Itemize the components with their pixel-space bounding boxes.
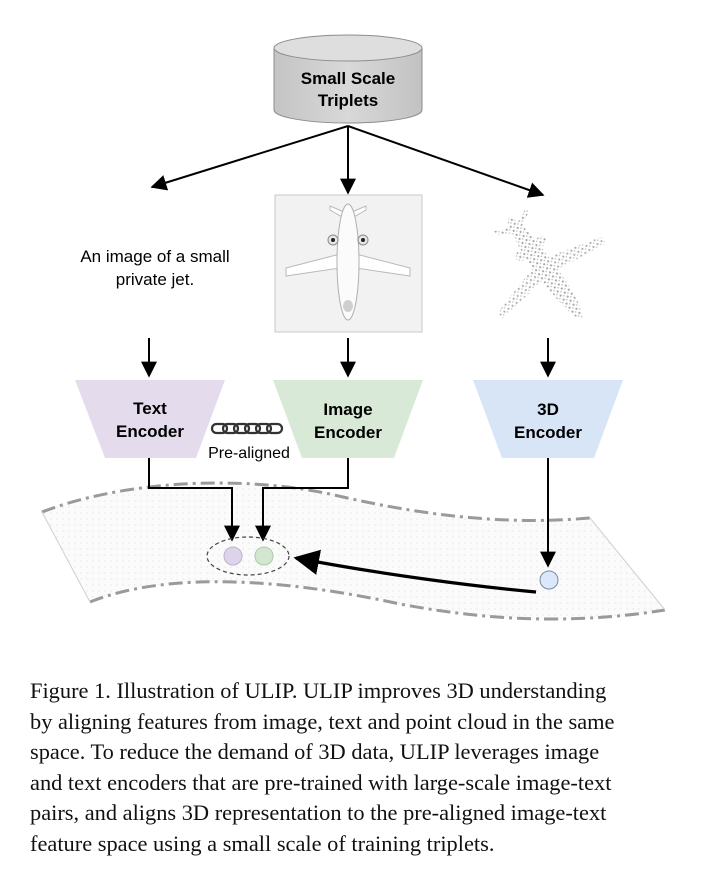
text-sample-line1: An image of a small <box>80 247 229 266</box>
caption-line: by aligning features from image, text an… <box>30 708 615 734</box>
image-encoder-label-line1: Image <box>323 400 372 419</box>
database-label-line1: Small Scale <box>301 69 396 88</box>
jet-image-icon <box>274 194 423 333</box>
pre-aligned-cluster-outline <box>206 536 290 576</box>
database-icon <box>273 34 423 124</box>
caption-line: pairs, and aligns 3D representation to t… <box>30 800 607 825</box>
text-encoder-label-line2: Encoder <box>116 422 184 441</box>
ulip-figure: Small Scale Triplets An image of a small… <box>41 34 666 621</box>
chain-link-icon <box>210 422 284 435</box>
alignment-arrow <box>293 549 537 594</box>
text-feature-point <box>223 546 243 566</box>
text-sample-line2: private jet. <box>116 270 194 289</box>
pointcloud-encoder-label-line1: 3D <box>537 400 559 419</box>
figure-caption: Figure 1. Illustration of ULIP. ULIP imp… <box>30 676 694 859</box>
image-feature-point <box>254 546 274 566</box>
caption-line: Figure 1. Illustration of ULIP. ULIP imp… <box>30 678 607 703</box>
image-encoder <box>273 380 423 458</box>
caption-line: and text encoders that are pre-trained w… <box>30 769 612 795</box>
point-cloud-jet-icon <box>493 207 607 319</box>
3d-feature-point <box>539 570 559 590</box>
image-encoder-label-line2: Encoder <box>314 423 382 442</box>
text-encoder <box>75 380 225 458</box>
database-label-line2: Triplets <box>318 91 378 110</box>
pointcloud-encoder-label-line2: Encoder <box>514 423 582 442</box>
text-encoder-output-connector <box>148 458 240 542</box>
pointcloud-encoder <box>473 380 623 458</box>
caption-line: space. To reduce the demand of 3D data, … <box>30 739 600 764</box>
pre-aligned-label: Pre-aligned <box>208 445 290 462</box>
text-encoder-label-line1: Text <box>133 399 167 418</box>
arrow-db-to-pointcloud <box>347 125 545 198</box>
feature-space-sheet <box>41 481 666 621</box>
caption-line: feature space using a small scale of tra… <box>30 830 495 856</box>
image-encoder-output-connector <box>255 458 349 542</box>
arrow-db-to-text <box>150 125 349 191</box>
